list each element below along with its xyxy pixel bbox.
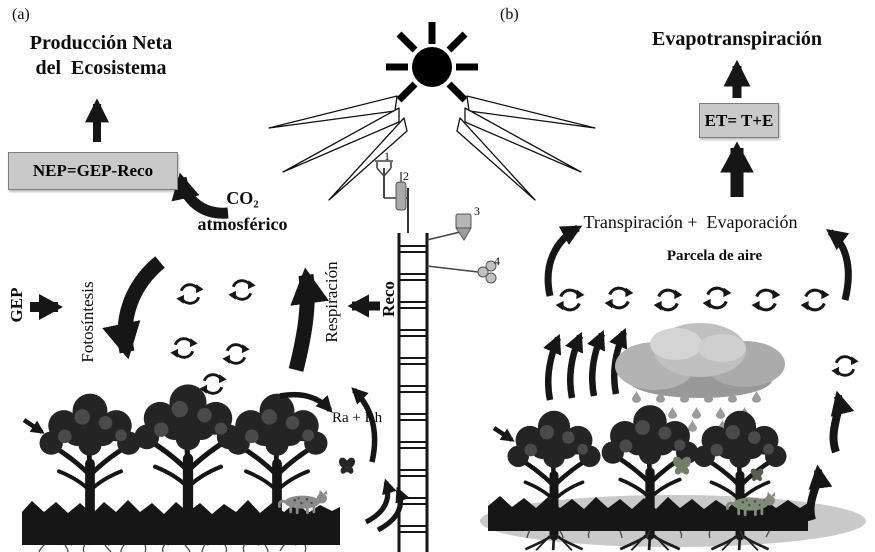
eddy-icon xyxy=(174,282,206,306)
eddy-icon xyxy=(168,336,200,360)
underbrush-b xyxy=(488,496,808,531)
sonic-anemometer-icon xyxy=(375,160,393,198)
tower-instruments xyxy=(375,160,497,284)
panel-b-label: (b) xyxy=(500,6,519,23)
radiation-sensor-icon xyxy=(426,260,497,284)
tower-rungs xyxy=(399,245,427,533)
left-flux-arrow xyxy=(544,224,583,297)
gep-label: GEP xyxy=(7,287,26,323)
eddy-icon xyxy=(829,354,861,378)
cloud-icon xyxy=(615,323,785,398)
raindrop-icon xyxy=(716,406,725,419)
panel-b-title: Evapotranspiración xyxy=(651,28,823,50)
eddy-icon xyxy=(197,372,229,396)
photosynthesis-arrow xyxy=(102,256,165,360)
bird-icon xyxy=(22,418,45,434)
sun-beams xyxy=(268,95,596,201)
sun-icon xyxy=(268,22,596,201)
raindrop-icon xyxy=(668,406,677,419)
forest-b xyxy=(488,405,808,550)
underbrush-a xyxy=(22,500,340,545)
eddy-icon xyxy=(652,288,684,312)
flux-label: Transpiración + Evaporación xyxy=(583,212,798,232)
air-parcel-label: Parcela de aire xyxy=(666,248,763,264)
gas-analyzer-icon xyxy=(395,172,407,211)
respiration-label: Respiración xyxy=(322,261,341,343)
instrument-4-label: 4 xyxy=(494,254,500,268)
canopy-to-rarh-arrow xyxy=(279,391,333,413)
soil-respiration-arrows xyxy=(364,478,410,533)
raindrop-icon xyxy=(632,390,641,403)
nep-formula-box: NEP=GEP-Reco xyxy=(8,152,178,190)
rain-gauge-icon xyxy=(426,213,472,241)
ra-rh-label: Ra + Rh xyxy=(332,410,383,426)
co2-label-line2: atmosférico xyxy=(197,214,288,234)
flux-tower xyxy=(397,233,429,552)
roots-b xyxy=(526,529,771,539)
raindrop-icon xyxy=(752,390,761,403)
roots-a xyxy=(38,543,307,552)
et-formula-box: ET= T+E xyxy=(699,103,779,138)
instrument-2-label: 2 xyxy=(403,169,409,183)
instrument-3-label: 3 xyxy=(474,204,480,218)
photosynthesis-label: Fotosíntesis xyxy=(78,281,97,363)
eddy-icon xyxy=(603,286,635,310)
bird-icon xyxy=(492,426,515,442)
respiration-arrow xyxy=(288,267,329,372)
forest-a xyxy=(22,384,340,552)
eddy-icon xyxy=(220,342,252,366)
raindrop-icon xyxy=(692,406,701,419)
raindrop-icon xyxy=(688,419,697,432)
rarh-to-respiration-arrow xyxy=(351,387,378,463)
panel-b-graphics xyxy=(480,59,866,550)
co2-label-line1: CO₂ xyxy=(226,188,259,208)
panel-a-title-line2: del Ecosistema xyxy=(35,57,167,79)
eddy-icon xyxy=(226,278,258,302)
eddy-icon xyxy=(701,286,733,310)
panel-a-label: (a) xyxy=(12,6,30,23)
evaporation-arrows xyxy=(806,390,855,522)
eddies-a xyxy=(168,278,258,396)
panel-a-graphics xyxy=(22,98,410,552)
sun-rays xyxy=(386,22,478,103)
panel-a-title-line1: Producción Neta xyxy=(29,32,173,54)
instrument-1-label: 1 xyxy=(384,149,390,163)
co2-to-nep-arrow xyxy=(171,172,229,219)
butterfly-icon xyxy=(337,456,357,475)
eddy-icon xyxy=(554,288,586,312)
transpiration-arrows xyxy=(543,327,628,401)
eddy-icon xyxy=(750,288,782,312)
right-flux-arrow xyxy=(826,229,852,301)
eddy-icon xyxy=(799,288,831,312)
reco-label: Reco xyxy=(379,281,398,317)
